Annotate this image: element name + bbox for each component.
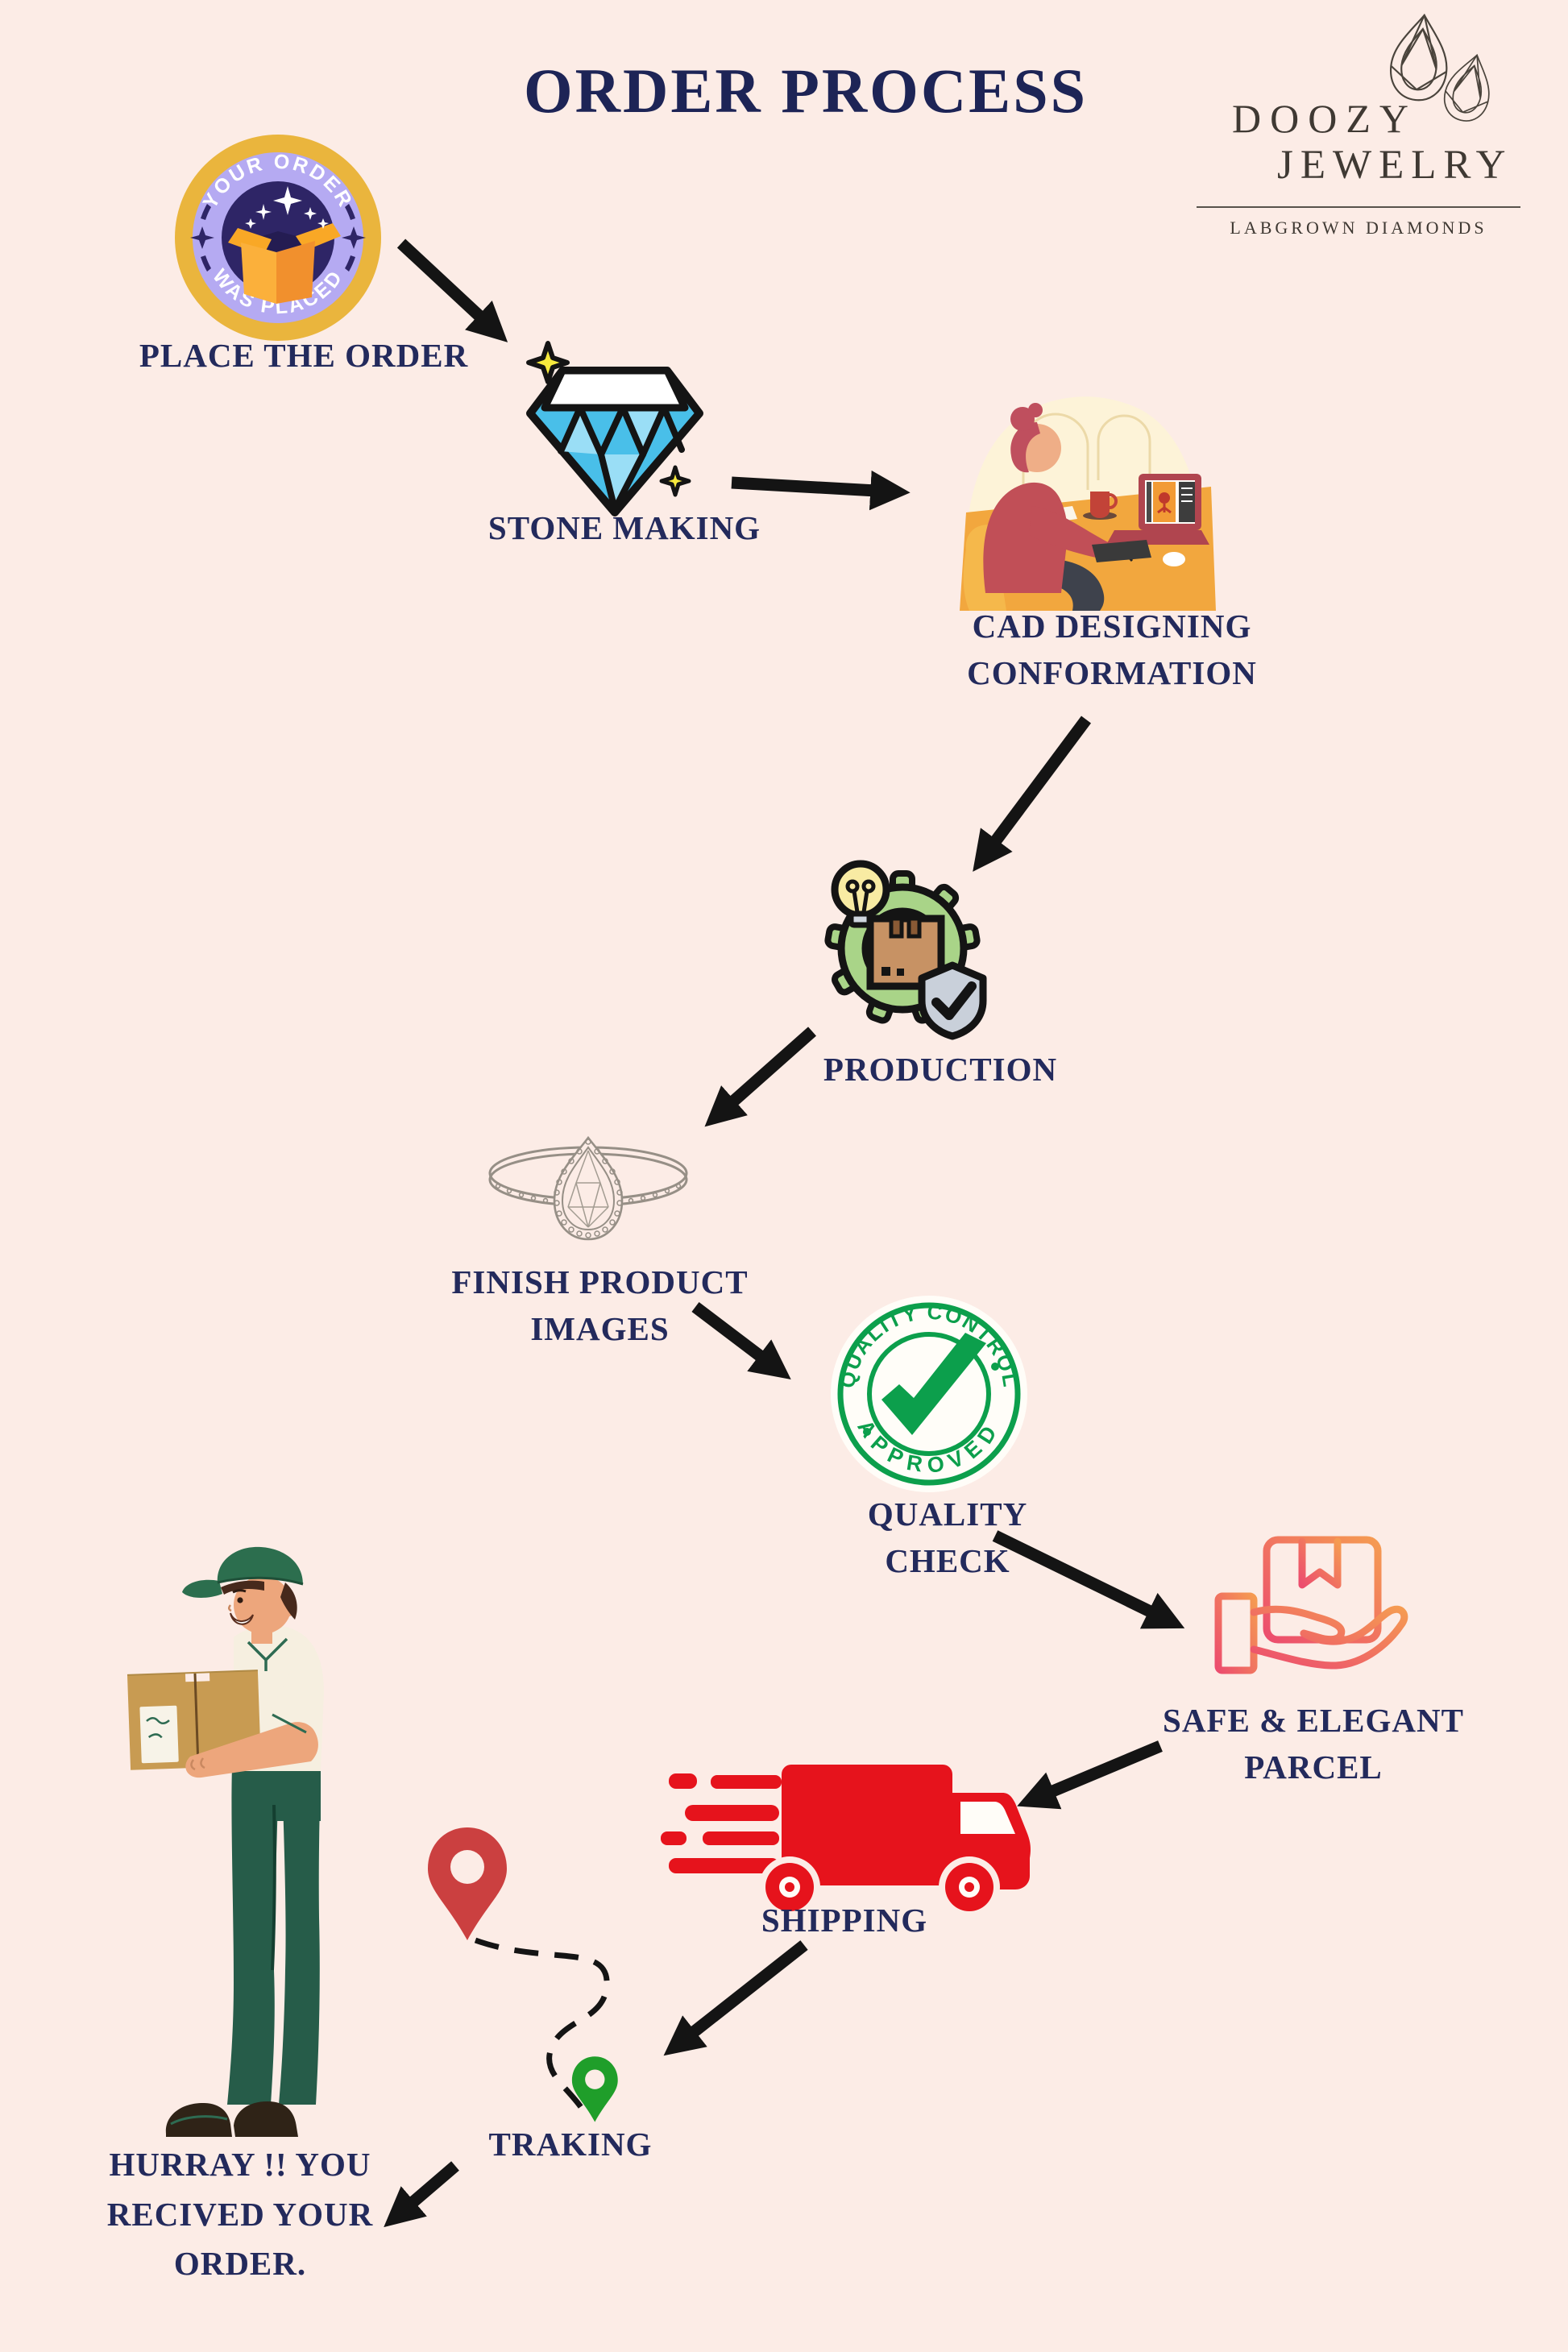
speed-lines: [661, 1773, 782, 1873]
step-label-place-order: PLACE THE ORDER: [139, 337, 469, 374]
order-placed-badge-icon: YOUR ORDER WAS PLACED: [175, 135, 381, 341]
step-label-production: PRODUCTION: [823, 1051, 1058, 1088]
gear-package-production-icon: [824, 860, 987, 1040]
band-pave-dots: [495, 1183, 682, 1204]
delivery-man-illustration: [127, 1546, 324, 2137]
map-route-pins-icon: [428, 1827, 618, 2122]
lightbulb-icon: [831, 860, 890, 928]
open-hand: [1250, 1605, 1408, 1670]
step-label-tracking: TRAKING: [488, 2126, 653, 2163]
step-label-parcel-line2: PARCEL: [1244, 1748, 1383, 1786]
sleeve: [269, 1661, 321, 1732]
brand-name-line2: JEWELRY: [1277, 143, 1513, 188]
badge-side-ornaments: [190, 204, 366, 272]
arrow-6: [992, 1530, 1185, 1629]
origin-pin-icon: [428, 1827, 507, 1940]
destination-pin-icon: [571, 2056, 618, 2122]
arrow-3: [973, 716, 1092, 872]
arrow-2: [731, 470, 911, 511]
page-title: ORDER PROCESS: [524, 56, 1088, 126]
step-label-received-line2: RECIVED YOUR: [106, 2195, 374, 2233]
fast-delivery-truck-icon: [661, 1765, 1031, 1912]
step-label-cad: CAD DESIGNING CONFORMATION: [959, 603, 1265, 696]
step-label-quality-check: QUALITY CHECK: [867, 1495, 1028, 1580]
cap: [182, 1546, 304, 1598]
step-label-received: HURRAY !! YOU RECIVED YOUR ORDER.: [71, 2140, 409, 2289]
desk-items: [1083, 492, 1185, 566]
step-label-finish-product: FINISH PRODUCT IMAGES: [445, 1259, 755, 1352]
approved-checkmark: [881, 1333, 986, 1435]
step-label-received-line1: HURRAY !! YOU: [109, 2146, 371, 2183]
brand-divider: [1197, 206, 1520, 208]
forearm: [185, 1722, 318, 1778]
pants: [227, 1766, 321, 2105]
laptop: [1106, 474, 1209, 545]
truck-window: [960, 1802, 1015, 1834]
step-label-cad-line1: CAD DESIGNING: [972, 608, 1252, 645]
step-label-cad-line2: CONFORMATION: [967, 654, 1257, 692]
head: [221, 1576, 297, 1634]
badge-sparkles: [245, 186, 329, 229]
diamond-icon: [526, 341, 703, 516]
arrow-4: [704, 1027, 816, 1127]
shoes: [165, 2101, 298, 2137]
step-label-shipping: SHIPPING: [761, 1902, 928, 1939]
step-label-finish-line1: FINISH PRODUCT: [451, 1263, 749, 1300]
open-box-graphic: [228, 223, 341, 304]
step-label-stone-making: STONE MAKING: [487, 509, 761, 546]
halo-dots: [554, 1139, 623, 1238]
quality-control-approved-stamp-icon: QUALITY CONTROL APPROVED: [831, 1296, 1027, 1492]
designer-person: [983, 403, 1134, 611]
arrow-5: [691, 1302, 791, 1379]
step-label-parcel-line1: SAFE & ELEGANT: [1163, 1702, 1464, 1739]
step-label-parcel: SAFE & ELEGANT PARCEL: [1160, 1697, 1466, 1790]
brand-tagline: LABGROWN DIAMONDS: [1230, 218, 1487, 238]
hand-holding-parcel-icon: [1214, 1536, 1408, 1674]
gem-facets: [567, 1150, 609, 1228]
route-dashed-path: [474, 1937, 610, 2111]
arrow-1: [396, 239, 508, 342]
truck-cargo-box: [782, 1765, 952, 1885]
package-box: [866, 915, 945, 990]
collar-lines: [247, 1637, 288, 1671]
sparkle-top-left: [526, 341, 570, 384]
step-label-finish-line2: IMAGES: [530, 1310, 670, 1348]
arrow-9: [384, 2161, 459, 2228]
parcel-ribbon: [1298, 1537, 1342, 1589]
designer-at-computer-illustration: [960, 396, 1216, 611]
arrow-8: [663, 1940, 808, 2056]
step-label-received-line3: ORDER.: [173, 2245, 307, 2282]
ring-sketch-icon: [488, 1135, 688, 1241]
shipping-label-scribble: [146, 1717, 170, 1739]
brand-name-line1: DOOZY: [1232, 96, 1417, 141]
arrow-7: [1017, 1740, 1163, 1810]
check-shield-icon: [918, 961, 987, 1040]
truck-wheels: [759, 1856, 1000, 1912]
hand-fingers: [190, 1757, 205, 1771]
sparkle-bottom-right: [659, 465, 691, 497]
brand-logo: DOOZY JEWELRY LABGROWN DIAMONDS: [1197, 11, 1520, 248]
